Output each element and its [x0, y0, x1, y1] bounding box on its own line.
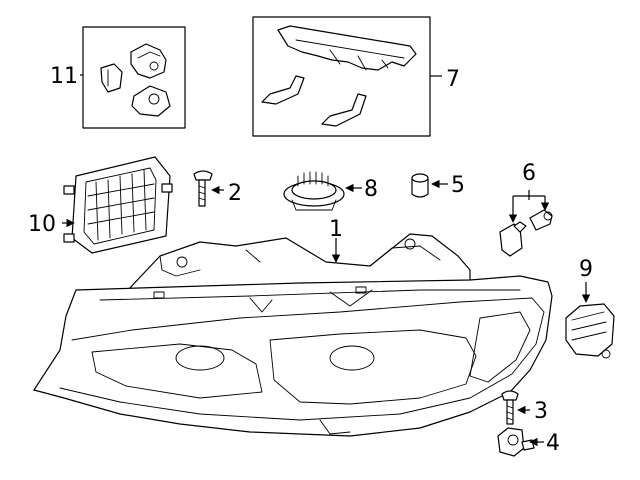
callout-10: 10	[28, 212, 56, 237]
callout-4: 4	[546, 431, 560, 456]
control-module	[63, 156, 173, 254]
inset-box-brackets	[82, 26, 186, 129]
callout-11: 11	[50, 64, 78, 89]
cap	[411, 173, 429, 198]
screw-lower	[501, 390, 519, 425]
callout-1: 1	[329, 217, 343, 242]
callout-5: 5	[451, 173, 465, 198]
actuator	[497, 427, 535, 457]
callout-3: 3	[534, 399, 548, 424]
bulbs	[499, 209, 553, 257]
connector-socket	[283, 171, 345, 211]
callout-6: 6	[522, 161, 536, 186]
screw-upper	[193, 170, 213, 207]
bulb-socket	[565, 303, 615, 359]
callout-7: 7	[446, 67, 460, 92]
inset-box-upper-bracket	[252, 16, 431, 137]
headlamp-assembly	[33, 233, 553, 437]
callout-8: 8	[364, 177, 378, 202]
callout-9: 9	[579, 257, 593, 282]
callout-2: 2	[228, 181, 242, 206]
